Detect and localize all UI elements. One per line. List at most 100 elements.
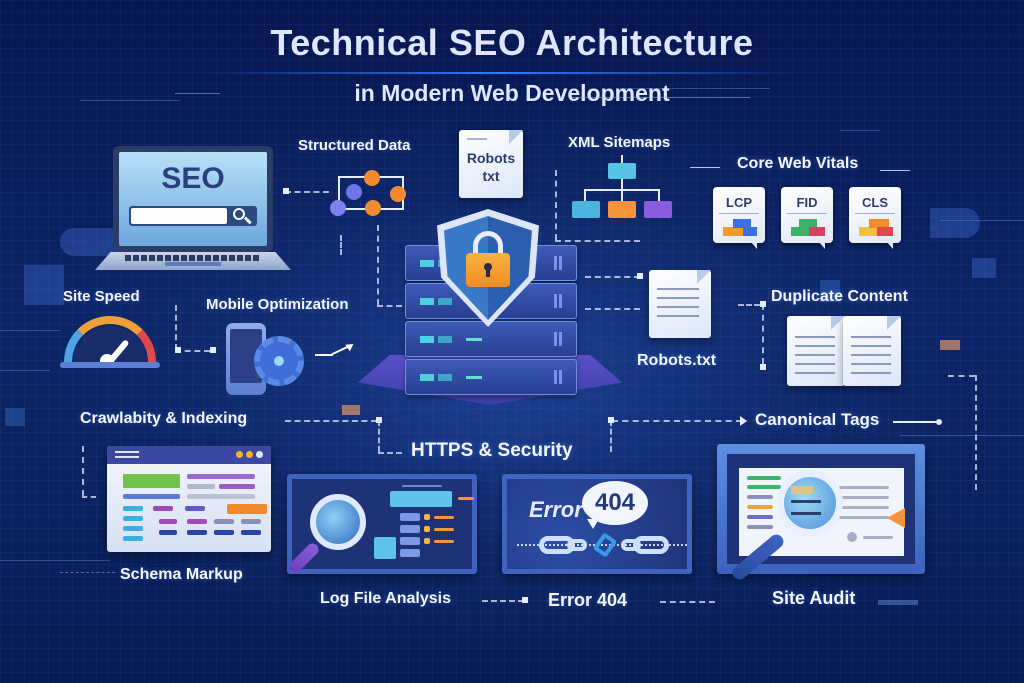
connector-dashed (555, 240, 640, 242)
laptop-screen-seo-text: SEO (161, 162, 225, 195)
page-title: Technical SEO Architecture (270, 22, 754, 63)
circuit-line (840, 130, 880, 131)
flag-icon (887, 508, 905, 528)
connector-dashed (585, 276, 640, 278)
network-graph-icon (330, 170, 410, 220)
vital-card-lcp: LCP (713, 187, 765, 249)
server-unit (405, 359, 577, 395)
connector-dashed (660, 601, 715, 603)
duplicate-content-label: Duplicate Content (771, 288, 908, 305)
magnifier-icon (282, 494, 372, 584)
circuit-line (0, 330, 60, 331)
log-file-analysis-label: Log File Analysis (320, 590, 451, 607)
mobile-optimization-label: Mobile Optimization (206, 296, 349, 313)
arrow-head-icon (740, 416, 747, 426)
decor-square (5, 408, 25, 426)
connector-node (522, 597, 528, 603)
connector-node (283, 188, 289, 194)
duplicate-document-icon-1 (787, 316, 845, 386)
connector-dashed (482, 600, 524, 602)
schema-markup-label: Schema Markup (120, 566, 243, 583)
connector-dashed (612, 420, 742, 422)
connector-dashed (285, 420, 377, 422)
connector-dashed (610, 420, 612, 452)
canonical-tags-label: Canonical Tags (755, 410, 880, 429)
connector-dashed (378, 452, 402, 454)
decor-square (972, 258, 996, 278)
lock-shackle (473, 231, 503, 257)
connector-dashed (285, 191, 329, 193)
error-panel-text: Error (529, 497, 583, 522)
circuit-line (0, 370, 50, 371)
laptop-icon: SEO (113, 146, 273, 252)
connector-node (210, 347, 216, 353)
speech-bubble-icon: 404 (582, 481, 648, 525)
error-bubble-text: 404 (594, 489, 636, 516)
connector-dashed (378, 420, 380, 452)
connector-dashed (975, 375, 977, 490)
robots-doc-line2: txt (482, 168, 500, 184)
connector-dashed (340, 235, 342, 255)
vital-lcp-label: LCP (726, 195, 752, 210)
decor-bar (878, 600, 918, 605)
connector-node (637, 273, 643, 279)
connector-dashed (762, 304, 764, 364)
connector-dashed (82, 496, 96, 498)
broken-link-icon (517, 532, 687, 558)
connector-dashed (60, 572, 115, 573)
connector-dashed (377, 225, 379, 305)
robots-txt-document-icon: Robots txt (459, 130, 523, 198)
crawlability-indexing-label: Crawlabity & Indexing (80, 410, 248, 427)
connector-dashed (175, 350, 210, 352)
structured-data-label: Structured Data (298, 137, 411, 154)
connector-line (880, 170, 910, 171)
decor-square (940, 340, 960, 350)
decor-square (24, 265, 64, 305)
connector-node (608, 417, 614, 423)
seo-laptop-node: SEO (95, 146, 295, 271)
circuit-line (940, 220, 1024, 221)
audit-magnifier-icon (725, 470, 845, 590)
connector-node (760, 301, 766, 307)
title-glow-line (200, 72, 800, 74)
circuit-line (620, 88, 770, 89)
robots-doc-line1: Robots (466, 150, 516, 166)
site-speed-label: Site Speed (63, 288, 140, 305)
vital-card-cls: CLS (849, 187, 901, 249)
circuit-line (175, 93, 220, 94)
circuit-line (900, 435, 1024, 436)
error-404-label: Error 404 (548, 590, 628, 610)
search-bar (129, 206, 257, 226)
error-404-panel: Error 404 (502, 474, 692, 574)
core-web-vitals-label: Core Web Vitals (737, 155, 859, 172)
vital-fid-label: FID (796, 195, 818, 210)
robots-txt-file-icon (649, 270, 711, 338)
shield-lock-icon (437, 209, 539, 327)
connector-dashed (948, 375, 975, 377)
sitemap-tree-icon (572, 155, 672, 220)
circuit-line (80, 100, 180, 101)
decor-square (820, 280, 840, 302)
page-subtitle: in Modern Web Development (354, 80, 670, 106)
connector-line (690, 167, 720, 168)
circuit-line (570, 97, 750, 98)
connector-dashed (585, 308, 640, 310)
connector-dashed (82, 446, 84, 496)
connector-dashed (738, 304, 760, 306)
circuit-line (0, 560, 110, 561)
duplicate-document-icon-2 (843, 316, 901, 386)
vital-cls-label: CLS (862, 195, 888, 210)
connector-node (936, 419, 942, 425)
schema-browser-window-icon (107, 446, 271, 552)
xml-sitemaps-label: XML Sitemaps (568, 134, 671, 151)
robots-txt-label: Robots.txt (637, 352, 717, 369)
vital-card-fid: FID (781, 187, 833, 249)
connector-node (175, 347, 181, 353)
connector-dashed (377, 305, 402, 307)
laptop-keyboard (95, 252, 291, 270)
search-icon (233, 208, 245, 220)
connector-line (893, 421, 938, 423)
decor-square (342, 405, 360, 415)
lock-body (466, 253, 510, 287)
https-security-label: HTTPS & Security (411, 440, 573, 461)
